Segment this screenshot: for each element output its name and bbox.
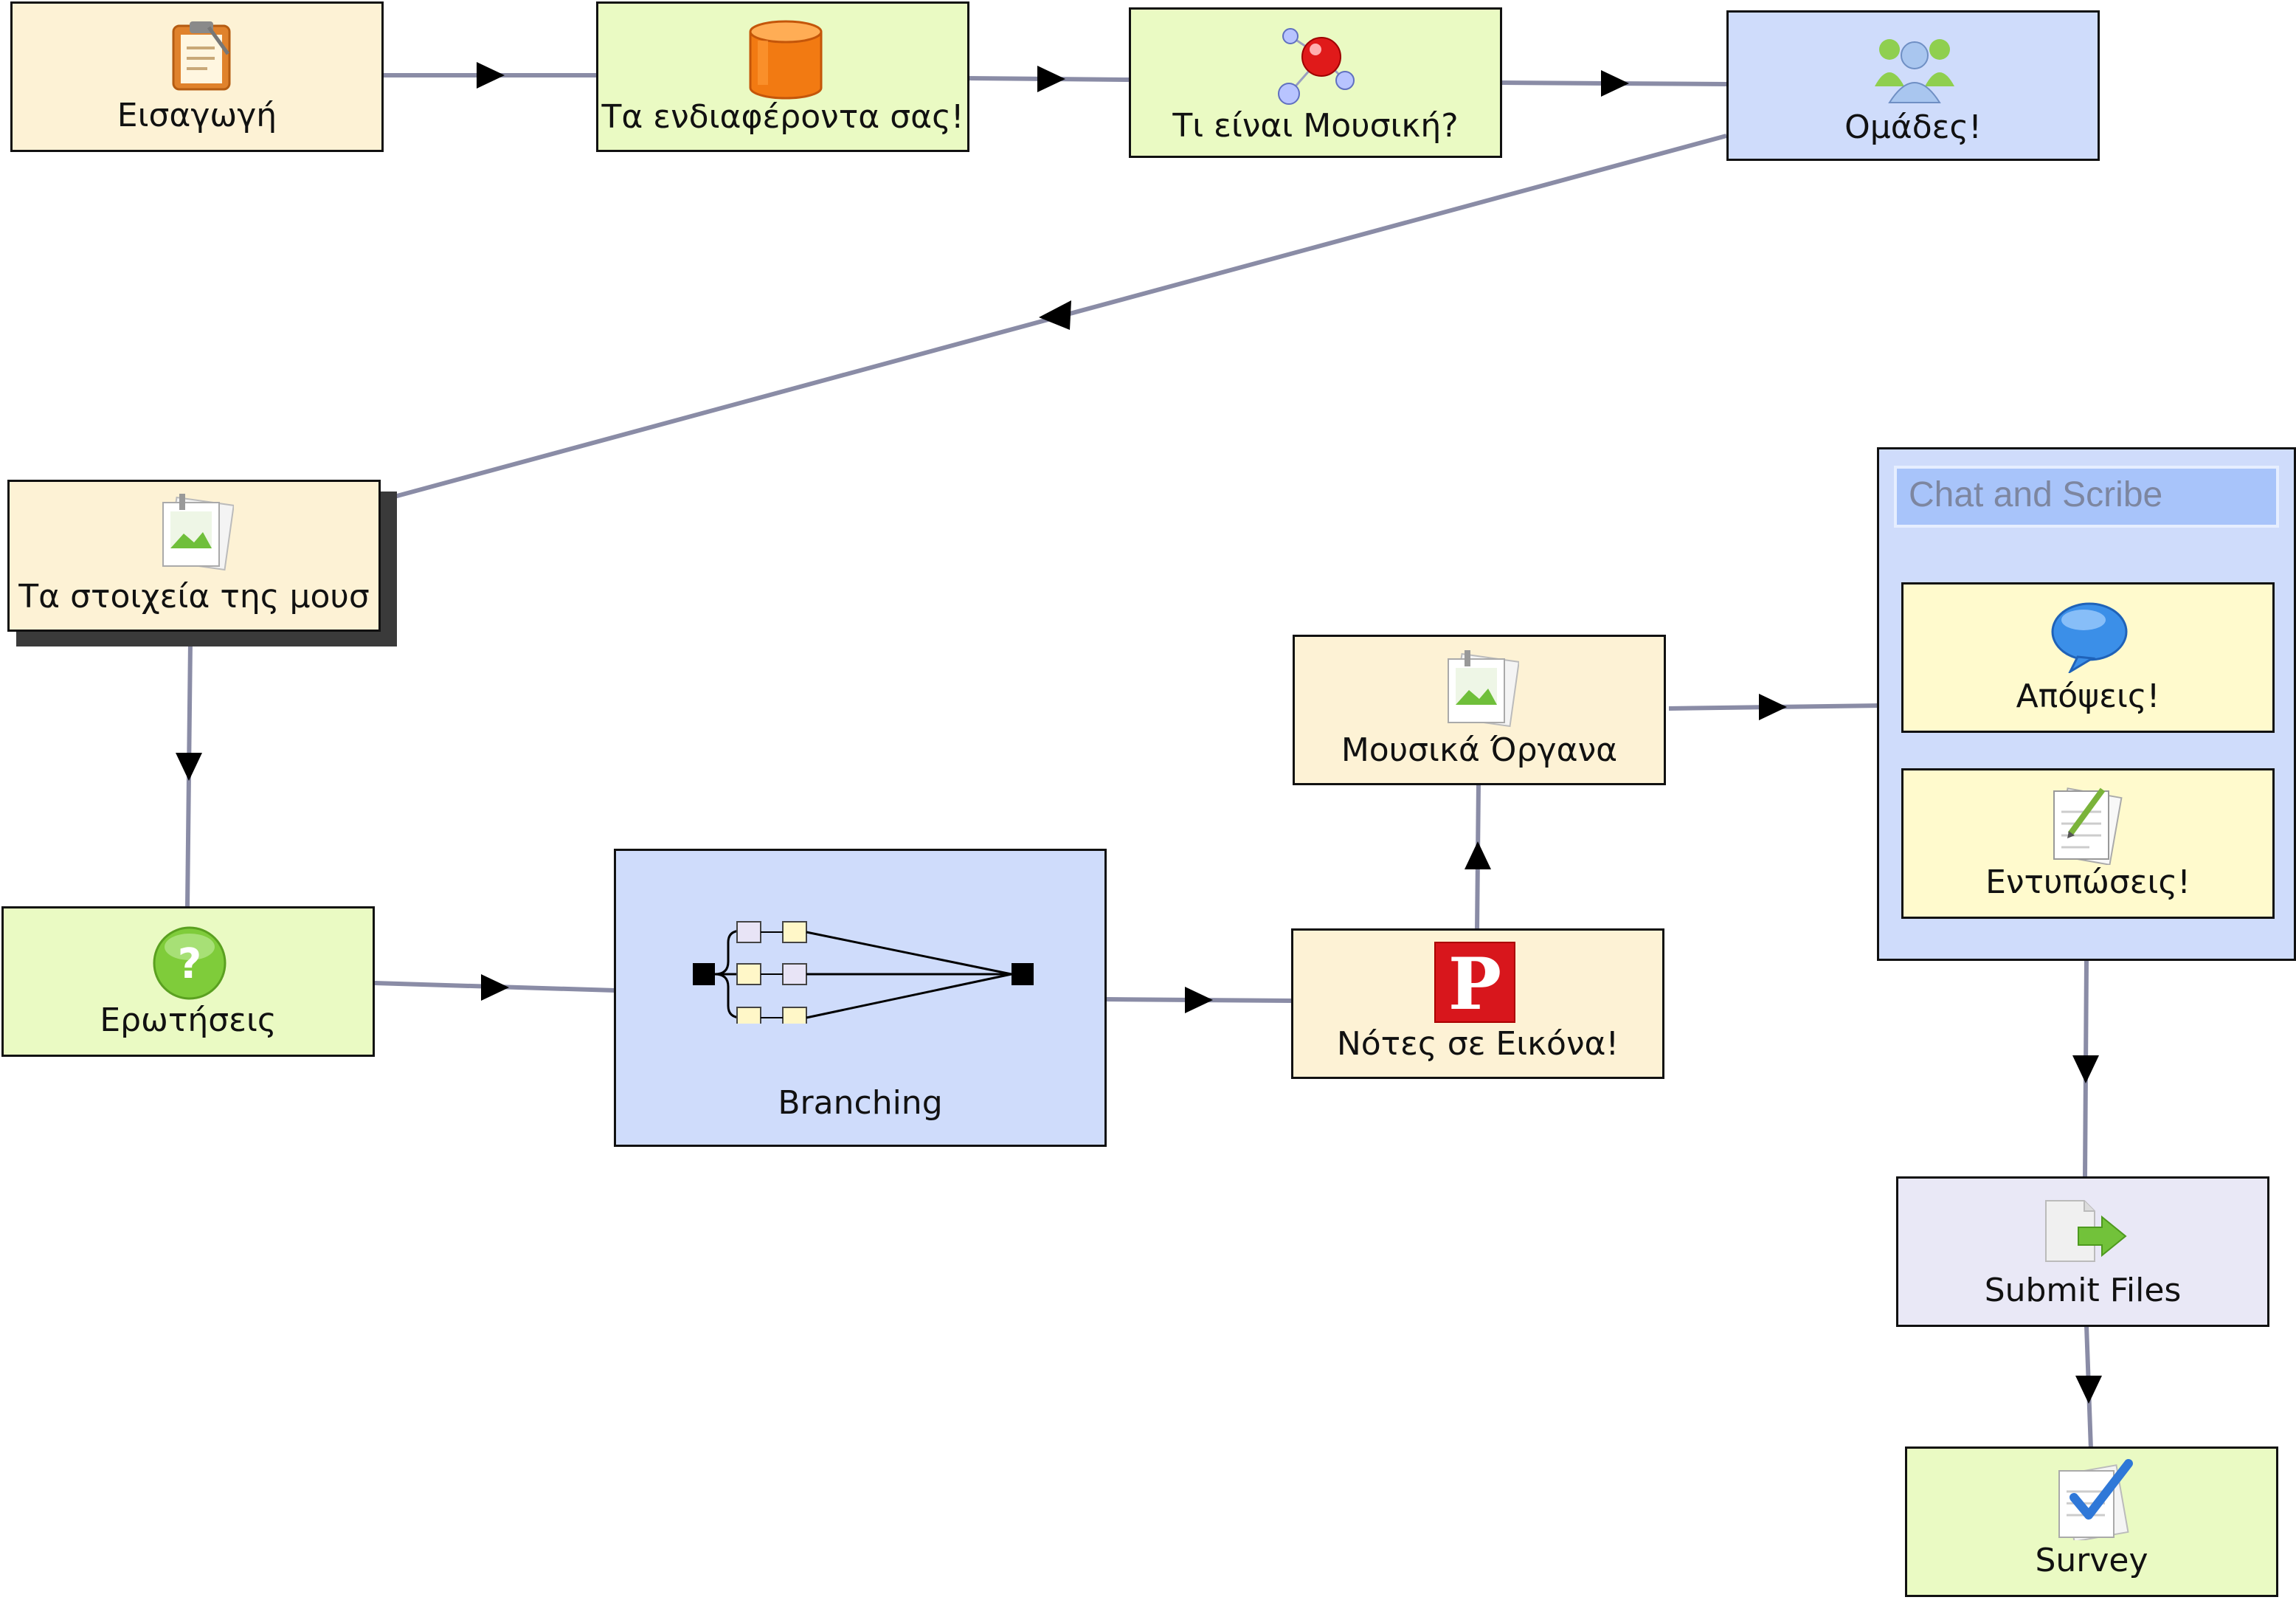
people-group-icon xyxy=(1875,39,1954,103)
activity-music-elements[interactable]: Τα στοιχεία της μουσ xyxy=(7,480,381,632)
speech-bubble-icon xyxy=(2051,602,2128,673)
activity-instruments[interactable]: Μουσικά Όργανα xyxy=(1293,635,1666,785)
arrowhead xyxy=(1185,987,1213,1013)
activity-branching[interactable]: Branching xyxy=(614,849,1107,1147)
group-title-bar: Chat and Scribe xyxy=(1894,466,2279,528)
node-label: Νότες σε Εικόνα! xyxy=(1336,1025,1619,1063)
file-arrow-icon xyxy=(2045,1200,2127,1262)
question-circle-icon: ? xyxy=(153,926,227,1000)
activity-groups[interactable]: Ομάδες! xyxy=(1726,10,2100,161)
arrowhead xyxy=(477,62,505,89)
node-label: Εντυπώσεις! xyxy=(1985,863,2190,901)
branching-diagram-icon xyxy=(693,921,1034,1024)
node-label: Survey xyxy=(2035,1542,2148,1579)
arrowhead xyxy=(1601,70,1629,97)
arrowhead xyxy=(1037,66,1065,92)
group-chat-and-scribe[interactable]: Chat and Scribe Απόψεις! Εντυπώσεις! xyxy=(1877,447,2296,961)
arrowhead xyxy=(2075,1376,2102,1404)
arrowhead xyxy=(176,753,202,781)
pixlr-p-icon: P xyxy=(1434,942,1515,1024)
activity-notes-image[interactable]: P Νότες σε Εικόνα! xyxy=(1291,928,1664,1079)
activity-impressions[interactable]: Εντυπώσεις! xyxy=(1901,768,2275,919)
node-label: Branching xyxy=(778,1084,943,1122)
node-label: Ερωτήσεις xyxy=(100,1001,277,1039)
arrowhead xyxy=(1465,841,1491,869)
arrowhead xyxy=(1759,694,1787,720)
node-label: Τι είναι Μουσική? xyxy=(1172,107,1459,145)
activity-opinions[interactable]: Απόψεις! xyxy=(1901,582,2275,733)
checklist-icon xyxy=(2058,1459,2133,1540)
activity-survey[interactable]: Survey xyxy=(1905,1446,2278,1597)
image-document-icon xyxy=(162,494,234,571)
svg-text:P: P xyxy=(1448,942,1501,1024)
database-cylinder-icon xyxy=(749,20,823,100)
node-label: Τα στοιχεία της μουσ xyxy=(18,578,370,615)
activity-what-is-music[interactable]: Τι είναι Μουσική? xyxy=(1129,7,1502,158)
activity-submit-files[interactable]: Submit Files xyxy=(1896,1176,2269,1327)
activity-questions[interactable]: ? Ερωτήσεις xyxy=(1,906,375,1057)
image-document-icon xyxy=(1448,650,1519,728)
clipboard-icon xyxy=(172,21,231,91)
arrowhead xyxy=(1039,300,1071,330)
svg-text:?: ? xyxy=(178,940,201,988)
node-label: Submit Files xyxy=(1984,1272,2182,1309)
node-label: Τα ενδιαφέροντα σας! xyxy=(601,98,964,136)
group-title: Chat and Scribe xyxy=(1909,475,2163,514)
node-label: Ομάδες! xyxy=(1844,108,1982,146)
arrowhead xyxy=(2072,1055,2099,1083)
node-label: Εισαγωγή xyxy=(117,97,277,134)
node-label: Απόψεις! xyxy=(2016,677,2160,715)
arrowhead xyxy=(481,974,509,1001)
notepad-pencil-icon xyxy=(2053,787,2123,865)
activity-interests[interactable]: Τα ενδιαφέροντα σας! xyxy=(596,1,969,152)
node-label: Μουσικά Όργανα xyxy=(1341,731,1618,769)
activity-intro[interactable]: Εισαγωγή xyxy=(10,1,384,152)
molecule-icon xyxy=(1278,28,1355,105)
